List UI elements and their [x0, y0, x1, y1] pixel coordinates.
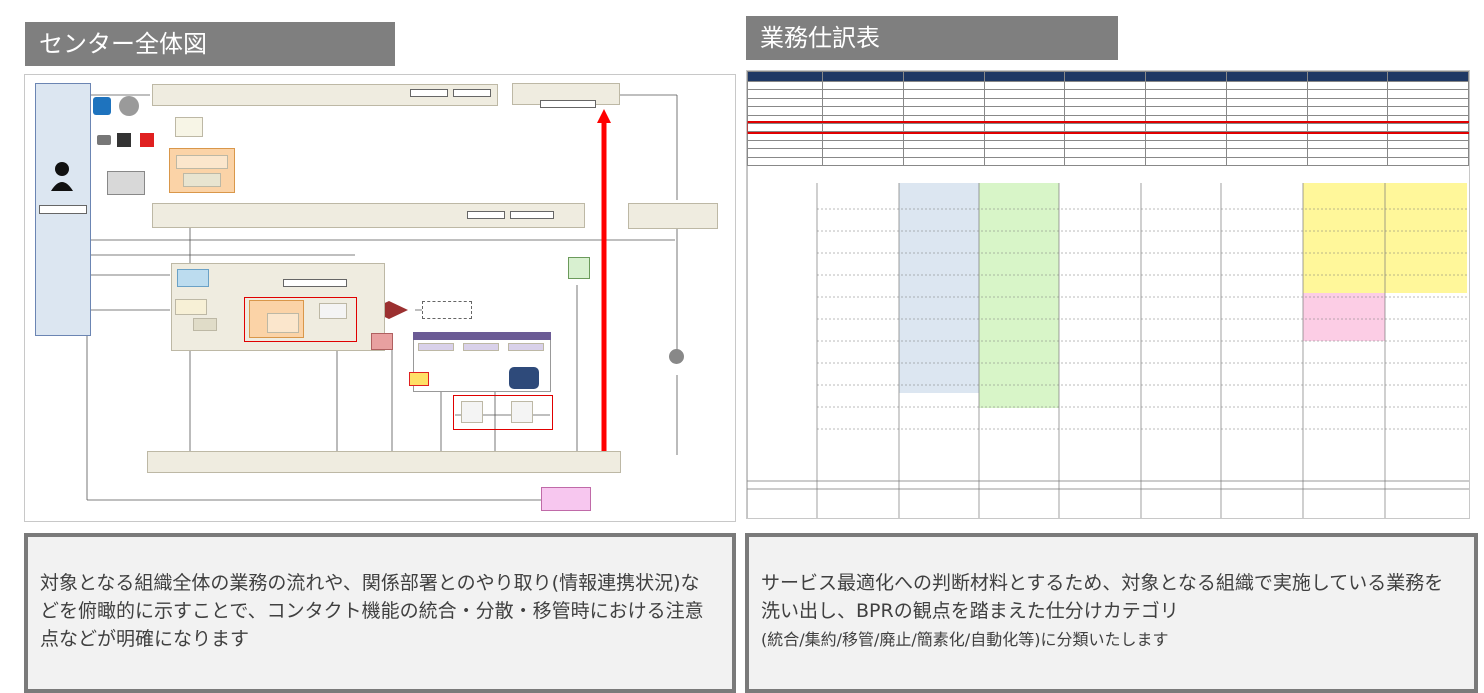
post-icon	[140, 133, 154, 147]
green-card	[568, 257, 590, 279]
lower-grid-lines	[747, 71, 1469, 518]
doc-box	[319, 303, 347, 319]
small-card	[175, 117, 203, 137]
process-item-2	[193, 318, 217, 331]
green-block	[979, 183, 1059, 408]
doc-1	[461, 401, 483, 423]
blue-block	[899, 183, 979, 393]
logistics-team-button	[283, 279, 347, 287]
center-overview-description: 対象となる組織全体の業務の流れや、関係部署とのやり取り(情報連携状況)などを俯瞰…	[24, 533, 736, 693]
center-overview-header: センター全体図	[25, 22, 395, 66]
blue-check-box	[177, 269, 209, 287]
purple-item-3	[508, 343, 544, 351]
pink-block	[1303, 293, 1385, 341]
business-sort-table-header: 業務仕訳表	[746, 16, 1118, 60]
business-sort-table	[746, 70, 1470, 519]
purple-group-header	[413, 332, 551, 340]
pink-box-left	[371, 333, 393, 350]
center-overview-diagram	[24, 74, 736, 522]
business-sort-description: サービス最適化への判断材料とするため、対象となる組織で実施している業務を洗い出し…	[745, 533, 1478, 693]
orange-group-item-2	[183, 173, 221, 187]
purple-item-2	[463, 343, 499, 351]
yellow-note	[409, 372, 429, 386]
sheet-grid	[747, 71, 1469, 166]
bottom-vendor-box	[147, 451, 621, 473]
customer-label	[39, 205, 87, 214]
red-group-orange-inner	[267, 313, 299, 333]
middle-box-button-2	[510, 211, 554, 219]
red-highlight-group	[244, 297, 357, 342]
mail-icon	[119, 96, 139, 116]
process-item-1	[175, 299, 207, 315]
person-icon	[51, 162, 73, 191]
right-side-box	[628, 203, 718, 229]
dashed-box	[422, 301, 472, 319]
docs-red-group	[453, 395, 553, 430]
phone-icon	[93, 97, 111, 115]
pink-cube	[541, 487, 591, 511]
center-overview-description-text: 対象となる組織全体の業務の流れや、関係部署とのやり取り(情報連携状況)などを俯瞰…	[40, 572, 704, 650]
middle-box-button-1	[467, 211, 505, 219]
business-sort-description-categories: (統合/集約/移管/廃止/簡素化/自動化等)に分類いたします	[761, 630, 1169, 649]
fax-icon	[117, 133, 131, 147]
business-sort-description-text: サービス最適化への判断材料とするため、対象となる組織で実施している業務を洗い出し…	[761, 572, 1444, 622]
orange-group-item-1	[176, 155, 228, 169]
top-box-button-2	[453, 89, 491, 97]
top-box-button-1	[410, 89, 448, 97]
envelope-circle-icon	[669, 349, 684, 364]
navy-hex	[509, 367, 539, 389]
purple-item-1	[418, 343, 454, 351]
top-right-box-button	[540, 100, 596, 108]
truck-icon	[107, 171, 145, 195]
envelope-icon	[97, 135, 111, 145]
doc-2	[511, 401, 533, 423]
